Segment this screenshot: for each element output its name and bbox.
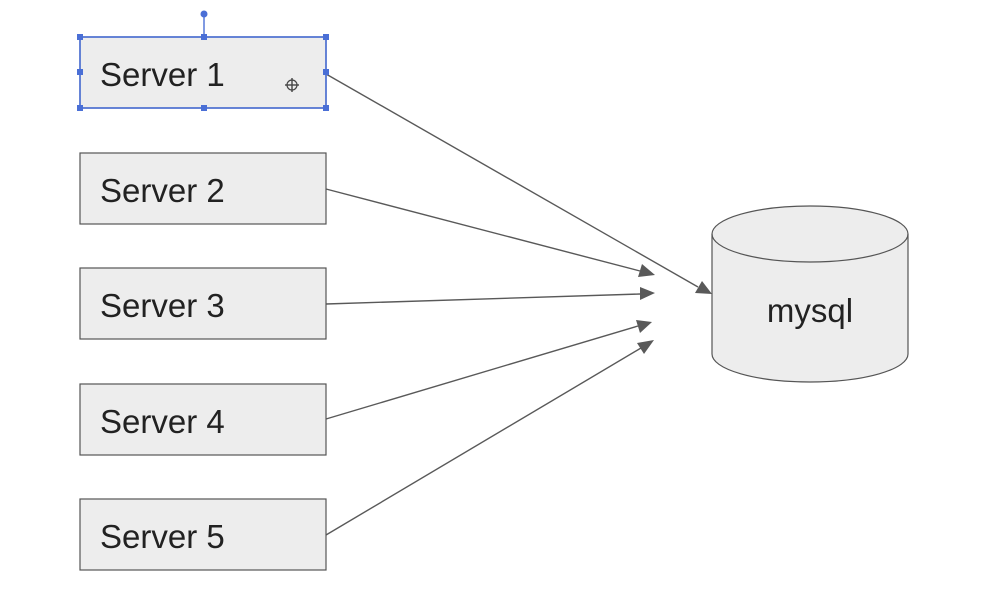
rotation-handle[interactable] — [200, 10, 208, 18]
server-box[interactable]: Server 5 — [79, 498, 327, 571]
arrow-server-2-to-mysql[interactable] — [325, 188, 655, 277]
resize-handle-bottom-left[interactable] — [77, 105, 83, 111]
resize-handle-top-right[interactable] — [323, 34, 329, 40]
server-label: Server 4 — [100, 403, 225, 440]
arrow-server-1-to-mysql[interactable] — [325, 73, 712, 294]
server-box[interactable]: Server 3 — [79, 267, 327, 340]
resize-handle-top[interactable] — [201, 34, 207, 40]
arrow-server-3-to-mysql[interactable] — [325, 287, 655, 305]
server-label: Server 5 — [100, 518, 225, 555]
resize-handle-bottom-right[interactable] — [323, 105, 329, 111]
arrow-server-4-to-mysql[interactable] — [325, 320, 652, 420]
resize-handle-bottom[interactable] — [201, 105, 207, 111]
resize-handle-top-left[interactable] — [77, 34, 83, 40]
resize-handle-left[interactable] — [77, 69, 83, 75]
move-cursor-icon — [285, 78, 299, 92]
server-box[interactable]: Server 2 — [79, 152, 327, 225]
selection-frame — [77, 10, 329, 111]
arrow-server-5-to-mysql[interactable] — [325, 340, 654, 536]
server-label: Server 2 — [100, 172, 225, 209]
server-box[interactable]: Server 1 — [79, 36, 327, 109]
resize-handle-right[interactable] — [323, 69, 329, 75]
server-label: Server 1 — [100, 56, 225, 93]
server-box[interactable]: Server 4 — [79, 383, 327, 456]
database-label: mysql — [767, 292, 853, 329]
server-label: Server 3 — [100, 287, 225, 324]
mysql-database-cylinder[interactable]: mysql — [711, 205, 909, 383]
connector-arrows — [325, 73, 712, 536]
